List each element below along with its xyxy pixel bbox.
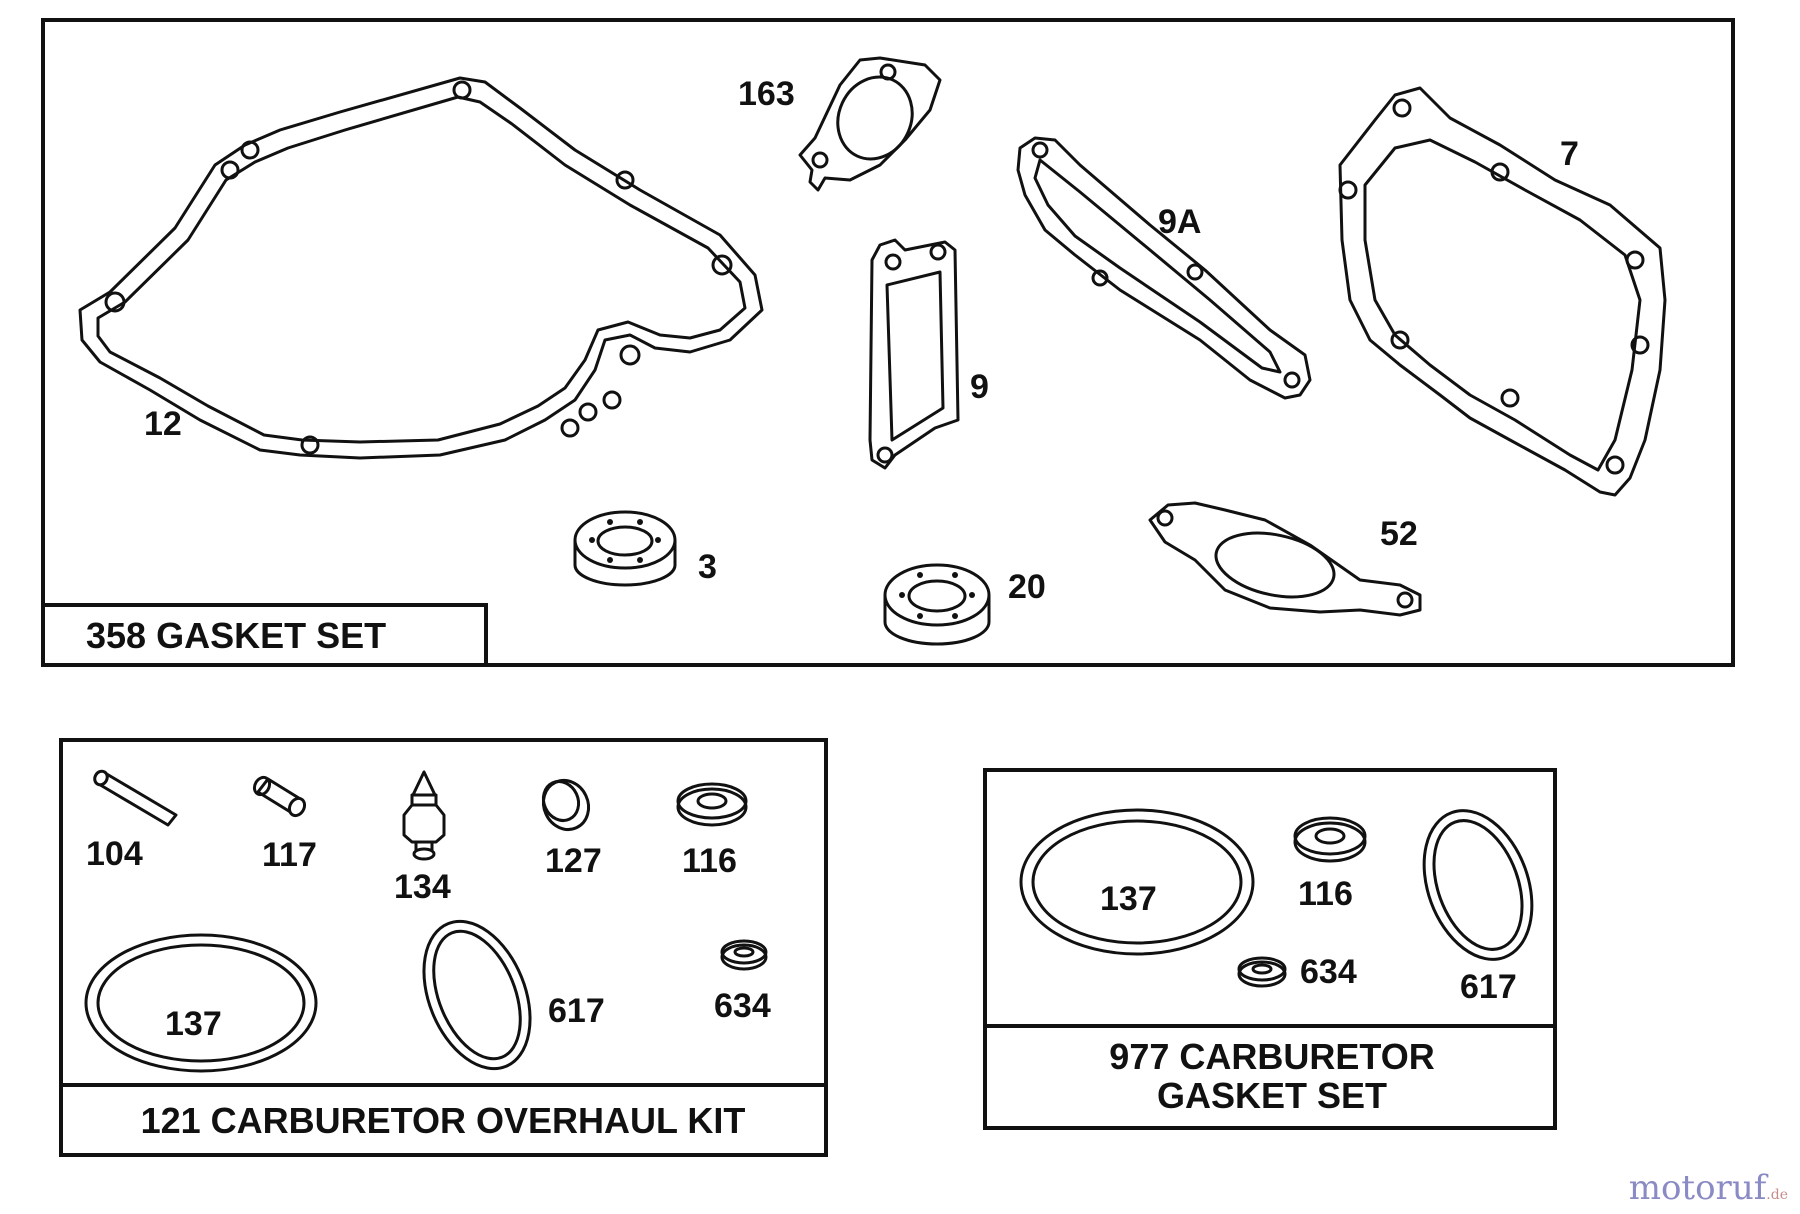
exhaust-gasket-52 bbox=[1148, 501, 1422, 617]
small-washer-634-b bbox=[1237, 956, 1287, 988]
label-12: 12 bbox=[144, 405, 182, 443]
tube-117 bbox=[252, 775, 307, 818]
washer-116-b bbox=[1293, 816, 1367, 863]
label-163: 163 bbox=[738, 75, 795, 113]
oil-seal-3 bbox=[573, 510, 677, 587]
label-9: 9 bbox=[970, 368, 989, 406]
needle-valve-134 bbox=[402, 770, 446, 861]
pin-104 bbox=[93, 769, 178, 827]
label-9a: 9A bbox=[1158, 203, 1201, 241]
oil-seal-20 bbox=[883, 563, 991, 646]
small-washer-634 bbox=[720, 939, 768, 971]
label-20: 20 bbox=[1008, 568, 1046, 606]
label-3: 3 bbox=[698, 548, 717, 586]
label-617-b: 617 bbox=[1460, 968, 1517, 1006]
label-634-b: 634 bbox=[1300, 953, 1357, 991]
label-7: 7 bbox=[1560, 135, 1579, 173]
watermark-ext: .de bbox=[1766, 1187, 1788, 1203]
gasket-set-title-box bbox=[41, 603, 488, 667]
bowl-gasket-137-b bbox=[1019, 808, 1255, 956]
overhaul-kit-frame bbox=[59, 738, 828, 1157]
overhaul-kit-title: 121 CARBURETOR OVERHAUL KIT bbox=[141, 1100, 746, 1141]
label-137-b: 137 bbox=[1100, 880, 1157, 918]
label-104: 104 bbox=[86, 835, 143, 873]
label-134: 134 bbox=[394, 868, 451, 906]
plug-127 bbox=[541, 779, 591, 831]
label-617-a: 617 bbox=[548, 992, 605, 1030]
label-116-b: 116 bbox=[1298, 875, 1353, 913]
carb-gasket-set-frame bbox=[983, 768, 1557, 1130]
label-52: 52 bbox=[1380, 515, 1418, 553]
label-634-a: 634 bbox=[714, 987, 771, 1025]
watermark-main: motoruf bbox=[1628, 1168, 1767, 1208]
label-116: 116 bbox=[682, 842, 737, 880]
head-gasket-7 bbox=[1338, 86, 1667, 497]
gasket-set-frame bbox=[41, 18, 1735, 667]
carb-gasket-set-title-line1: 977 CARBURETOR bbox=[1109, 1036, 1434, 1077]
flange-gasket-163 bbox=[798, 56, 942, 192]
carb-gasket-set-title-line2: GASKET SET bbox=[1157, 1075, 1387, 1116]
label-117: 117 bbox=[262, 836, 317, 874]
label-137-a: 137 bbox=[165, 1005, 222, 1043]
o-ring-617 bbox=[422, 919, 532, 1071]
bowl-gasket-137 bbox=[84, 933, 318, 1073]
label-127: 127 bbox=[545, 842, 602, 880]
crankcase-gasket-12 bbox=[78, 76, 764, 460]
long-gasket-9a bbox=[1016, 136, 1312, 400]
gasket-set-title: 358 GASKET SET bbox=[86, 615, 386, 656]
rect-gasket-9 bbox=[868, 238, 960, 470]
watermark: motoruf.de bbox=[1629, 1168, 1788, 1208]
o-ring-617-b bbox=[1422, 809, 1534, 961]
washer-116 bbox=[676, 782, 748, 827]
